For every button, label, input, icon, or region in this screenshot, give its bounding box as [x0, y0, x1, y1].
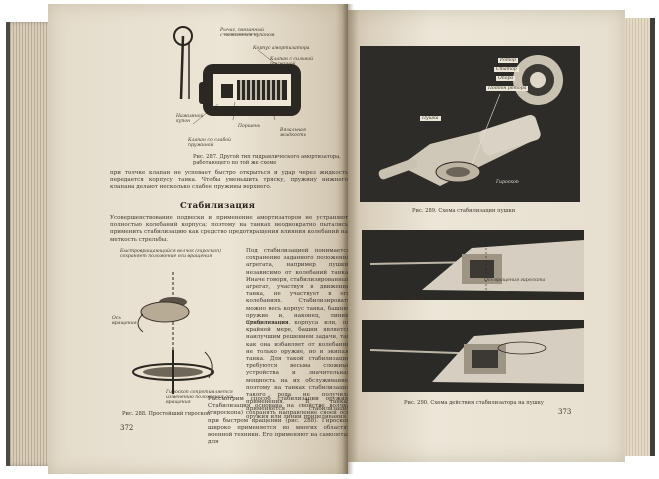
figure-288-caption: Рис. 288. Простейший гироскоп — [122, 411, 211, 417]
gyroscope-label-top: Быстровращающийся волчок (гироскоп) сохр… — [120, 249, 221, 260]
figure-289-caption: Рис. 289. Схема стабилизации пушки — [412, 208, 516, 214]
label-rotor-tray: Поддон ротора — [486, 86, 529, 92]
intro-paragraph: при толчке клапан не успевает быстро отк… — [110, 170, 348, 191]
column-paragraph-2: Стабилизация корпуса или, по крайней мер… — [246, 320, 350, 420]
column-paragraph-3: Рассмотрим способ стабилизации оружия. С… — [208, 396, 350, 446]
figure-287-shock-absorber — [173, 26, 301, 125]
label-gun: Пушка — [420, 116, 441, 122]
label-support: Опора — [496, 76, 516, 82]
figure-290-caption: Рис. 290. Схема действия стабилизатора н… — [404, 400, 544, 406]
gyroscope-label-bottom: Гироскоп сопротивляется изменению положе… — [166, 390, 234, 406]
stabilization-intro-paragraph: Усовершенствование подвески и применение… — [110, 215, 348, 243]
page-number-left: 372 — [120, 424, 134, 432]
label-gyroscope: Гироскоп — [496, 180, 519, 185]
figure-288-gyroscope — [132, 272, 214, 394]
right-page: Ротор Статор Опора Поддон ротора Пушка Г… — [348, 10, 625, 462]
figure-290-stabilizer-top — [362, 230, 584, 300]
figure-287-caption: Рис. 287. Другой тип гидравлического амо… — [193, 154, 341, 166]
section-heading: Стабилизация — [180, 201, 256, 211]
gun-stabilization-illustration — [378, 55, 563, 186]
figure-290-stabilizer-bottom — [362, 320, 584, 392]
callout-piston: Поршень — [238, 124, 261, 129]
figure-289-gun-stabilization — [360, 46, 580, 202]
label-rotor: Ротор — [498, 58, 518, 64]
gyroscope-label-axis: Ось вращения — [112, 316, 137, 327]
stabilizer-top-illustration — [369, 240, 584, 296]
book-page-edges-right — [620, 18, 655, 456]
label-gyro-axis: Ось вращения гироскопа — [484, 278, 546, 283]
stabilizer-bottom-illustration — [369, 328, 584, 384]
column-paragraph-1: Под стабилизацией понимается сохранение … — [246, 248, 350, 327]
callout-body: Корпус амортизатора — [253, 46, 310, 51]
label-stator: Статор — [494, 67, 519, 73]
page-number-right: 373 — [558, 408, 572, 416]
